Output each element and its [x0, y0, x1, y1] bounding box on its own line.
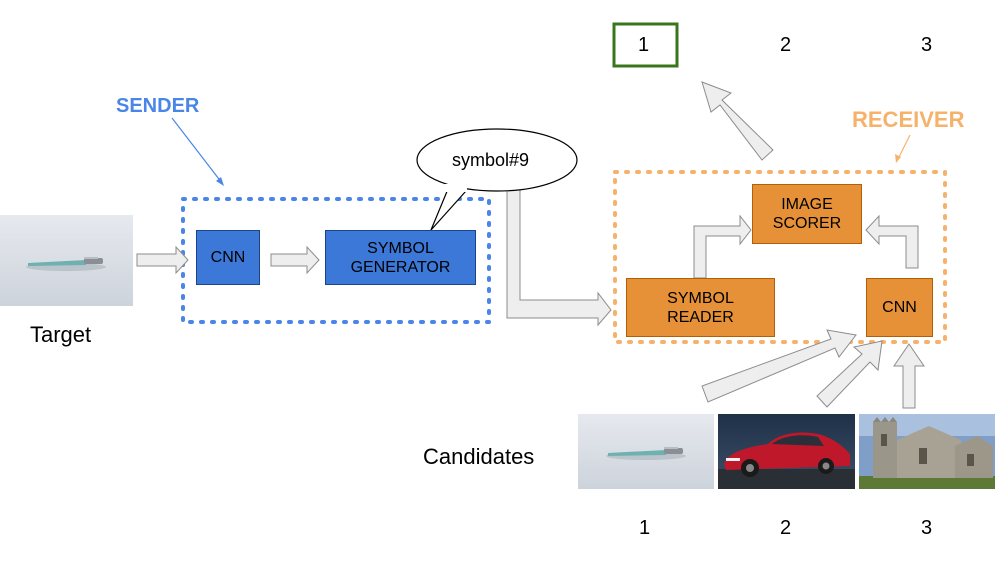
candidate-number-1: 1	[639, 517, 651, 539]
message-text: symbol#9	[452, 150, 530, 170]
output-number-3: 3	[921, 34, 933, 56]
receiver-label: RECEIVER	[852, 107, 965, 132]
speech-bubble-tail	[430, 188, 467, 231]
arrow-cand2-to-cnn	[816, 340, 883, 408]
candidate-number-2: 2	[780, 517, 792, 539]
speech-bubble	[416, 128, 578, 192]
arrow-cand3-to-cnn	[893, 343, 925, 409]
receiver-frame	[613, 170, 947, 344]
candidates-label: Candidates	[423, 444, 535, 469]
sender-label: SENDER	[116, 95, 200, 117]
arrow-cand1-to-cnn	[701, 329, 857, 403]
target-pen-image	[0, 215, 133, 306]
target-label: Target	[30, 322, 92, 347]
candidate-pen-image	[578, 414, 714, 489]
arrow-cnn-to-generator	[270, 245, 320, 275]
receiver-cnn-box: CNN	[866, 278, 933, 337]
candidate-car-image	[718, 414, 855, 489]
output-number-1: 1	[638, 34, 650, 56]
symbol-generator-box: SYMBOL GENERATOR	[325, 230, 476, 285]
image-scorer-box: IMAGE SCORER	[752, 184, 862, 244]
sender-cnn-box: CNN	[196, 230, 260, 285]
arrow-target-to-cnn	[136, 245, 189, 275]
arrow-message-to-reader	[506, 189, 612, 327]
arrow-cnn-to-scorer	[865, 214, 919, 269]
symbol-reader-box: SYMBOL READER	[626, 278, 775, 337]
receiver-pointer-head	[895, 154, 901, 163]
output-number-2: 2	[780, 34, 792, 56]
selected-output-box	[612, 22, 679, 68]
sender-pointer-head	[216, 177, 224, 186]
receiver-pointer-line	[897, 134, 911, 160]
sender-pointer-line	[171, 117, 223, 184]
arrow-reader-to-scorer	[693, 214, 752, 279]
candidate-number-3: 3	[921, 517, 933, 539]
arrow-scorer-to-output	[701, 81, 774, 161]
sender-frame	[181, 197, 491, 324]
candidate-church-image	[859, 414, 995, 489]
